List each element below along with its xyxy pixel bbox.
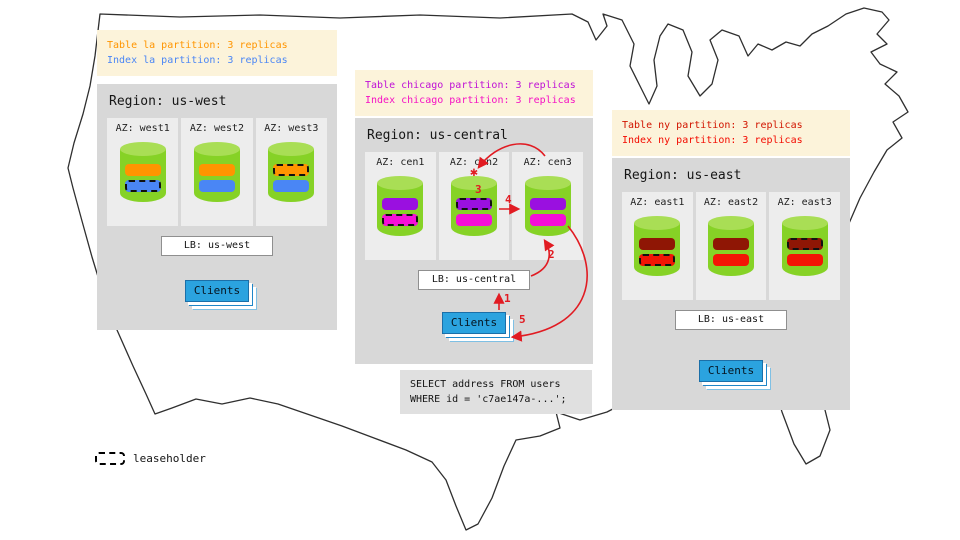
replica-bars (382, 198, 419, 226)
sql-line-1: SELECT address FROM users (410, 379, 561, 390)
region-title: Region: us-central (367, 128, 508, 143)
az-label: AZ: cen1 (376, 157, 425, 168)
az-panel-east3: AZ: east3 (769, 192, 841, 300)
table-replica-bar (382, 198, 419, 210)
az-panel-west2: AZ: west2 (181, 118, 253, 226)
index-replica-bar (198, 180, 235, 192)
az-panel-west3: AZ: west3 (255, 118, 327, 226)
table-replica-bar (273, 164, 310, 176)
leaseholder-swatch-icon (95, 452, 125, 465)
replica-bars (529, 198, 566, 226)
table-replica-bar (456, 198, 492, 210)
index-partition-note: Index ny partition: 3 replicas (622, 135, 803, 146)
index-replica-bar (529, 214, 566, 226)
az-label: AZ: cen2 (449, 157, 499, 168)
table-replica-bar (713, 238, 749, 250)
table-replica-bar (124, 164, 161, 176)
table-replica-bar (639, 238, 676, 250)
cylinder-top (268, 142, 315, 156)
cylinder-top (451, 176, 497, 190)
index-replica-bar (786, 254, 823, 266)
az-panel-east1: AZ: east1 (622, 192, 693, 300)
db-node-cylinder (524, 176, 571, 236)
clients-node: Clients (442, 312, 506, 334)
index-replica-bar (382, 214, 419, 226)
clients-node: Clients (699, 360, 763, 382)
table-partition-note: Table la partition: 3 replicas (107, 40, 288, 51)
region-us-central: Region: us-central AZ: cen1 AZ: cen2 ✱ (355, 118, 593, 364)
az-label: AZ: cen3 (523, 157, 572, 168)
cylinder-top (193, 142, 240, 156)
region-us-west: Region: us-west AZ: west1 AZ: west2 (97, 84, 337, 330)
replica-bars (713, 238, 749, 266)
az-label: AZ: east3 (777, 197, 832, 208)
region-title: Region: us-west (109, 94, 227, 109)
index-replica-bar (713, 254, 749, 266)
legend-label: leaseholder (133, 452, 206, 465)
load-balancer-box: LB: us-west (161, 236, 273, 256)
step-3-label: 3 (475, 183, 482, 196)
partition-note-east: Table ny partition: 3 replicas Index ny … (612, 110, 850, 156)
index-replica-bar (639, 254, 676, 266)
legend-leaseholder: leaseholder (95, 452, 206, 465)
replica-bars (456, 198, 492, 226)
az-label: AZ: east2 (703, 197, 759, 208)
replica-bars (198, 164, 235, 192)
az-panel-cen3: AZ: cen3 (512, 152, 584, 260)
cylinder-top (377, 176, 424, 190)
step-5-label: 5 (519, 313, 526, 326)
table-replica-bar (786, 238, 823, 250)
db-node-cylinder (708, 216, 754, 276)
az-label: AZ: east1 (630, 197, 685, 208)
step-2-label: 2 (548, 248, 555, 261)
az-row: AZ: west1 AZ: west2 AZ: (107, 118, 327, 226)
cylinder-top (708, 216, 754, 230)
cylinder-top (524, 176, 571, 190)
cylinder-top (781, 216, 828, 230)
az-label: AZ: west2 (189, 123, 245, 134)
cylinder-top (634, 216, 681, 230)
index-replica-bar (456, 214, 492, 226)
cylinder-top (119, 142, 166, 156)
table-partition-note: Table ny partition: 3 replicas (622, 120, 803, 131)
az-row: AZ: east1 AZ: east2 AZ: (622, 192, 841, 300)
index-replica-bar (124, 180, 161, 192)
az-panel-cen2: AZ: cen2 ✱ (438, 152, 510, 260)
az-row: AZ: cen1 AZ: cen2 ✱ (365, 152, 584, 260)
index-replica-bar (273, 180, 310, 192)
region-us-east: Region: us-east AZ: east1 AZ: east2 (612, 158, 850, 410)
db-node-cylinder (634, 216, 681, 276)
table-replica-bar (529, 198, 566, 210)
replica-bars (639, 238, 676, 266)
index-partition-note: Index chicago partition: 3 replicas (365, 95, 576, 106)
leaseholder-star-icon: ✱ (470, 165, 478, 180)
az-label: AZ: west1 (115, 123, 170, 134)
db-node-cylinder (119, 142, 166, 202)
partition-note-west: Table la partition: 3 replicas Index la … (97, 30, 337, 76)
db-node-cylinder (377, 176, 424, 236)
replica-bars (273, 164, 310, 192)
table-partition-note: Table chicago partition: 3 replicas (365, 80, 576, 91)
replica-bars (786, 238, 823, 266)
load-balancer-box: LB: us-central (418, 270, 530, 290)
db-node-cylinder: ✱ (451, 166, 497, 236)
replica-bars (124, 164, 161, 192)
load-balancer-box: LB: us-east (675, 310, 787, 330)
az-label: AZ: west3 (264, 123, 319, 134)
step-1-label: 1 (504, 292, 511, 305)
table-replica-bar (198, 164, 235, 176)
db-node-cylinder (268, 142, 315, 202)
az-panel-west1: AZ: west1 (107, 118, 179, 226)
sql-line-2: WHERE id = 'c7ae147a-...'; (410, 394, 567, 405)
step-4-label: 4 (505, 193, 512, 206)
db-node-cylinder (193, 142, 240, 202)
index-partition-note: Index la partition: 3 replicas (107, 55, 288, 66)
db-node-cylinder (781, 216, 828, 276)
az-panel-east2: AZ: east2 (695, 192, 767, 300)
az-panel-cen1: AZ: cen1 (365, 152, 436, 260)
partition-note-central: Table chicago partition: 3 replicas Inde… (355, 70, 593, 116)
sql-query-box: SELECT address FROM users WHERE id = 'c7… (400, 370, 592, 414)
region-title: Region: us-east (624, 168, 742, 183)
clients-node: Clients (185, 280, 249, 302)
